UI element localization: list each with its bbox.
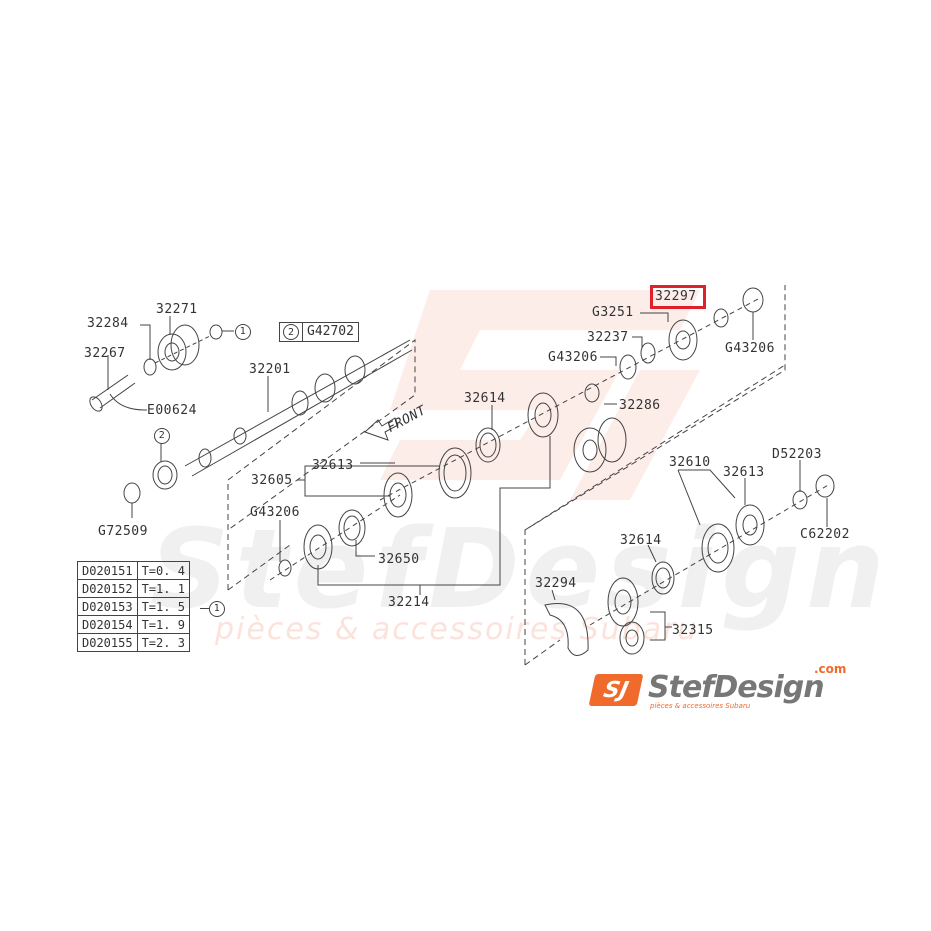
part-label-32237[interactable]: 32237: [587, 330, 629, 345]
table-row: D020154 T=1. 9: [77, 615, 190, 634]
part-number-cell[interactable]: D020155: [77, 633, 138, 652]
part-number-cell[interactable]: D020152: [77, 579, 138, 598]
part-label-32614-b[interactable]: 32614: [620, 533, 662, 548]
logo-mark-icon: SJ: [588, 674, 644, 706]
part-label-G43206-a[interactable]: G43206: [548, 350, 598, 365]
part-label-32613-a[interactable]: 32613: [312, 458, 354, 473]
part-label-G72509[interactable]: G72509: [98, 524, 148, 539]
reference-code: G42702: [302, 323, 358, 341]
part-label-32294[interactable]: 32294: [535, 576, 577, 591]
callout-circle-2: 2: [154, 428, 170, 444]
part-number-cell[interactable]: D020153: [77, 597, 138, 616]
thickness-cell: T=2. 3: [136, 633, 190, 652]
table-row: D020151 T=0. 4: [77, 561, 190, 580]
callout-number: 1: [239, 326, 247, 337]
part-label-32214[interactable]: 32214: [388, 595, 430, 610]
table-row: D020153 T=1. 5: [77, 597, 190, 616]
highlighted-part-box: [650, 285, 706, 309]
part-label-32271[interactable]: 32271: [156, 302, 198, 317]
part-label-32297[interactable]: 32297: [655, 289, 697, 304]
part-number-cell[interactable]: D020154: [77, 615, 138, 634]
part-label-G3251[interactable]: G3251: [592, 305, 634, 320]
reference-box: 2 G42702: [279, 322, 359, 342]
callout-circle-1-table: 1: [209, 601, 225, 617]
callout-number: 1: [213, 603, 221, 614]
part-label-G43206-c[interactable]: G43206: [250, 505, 300, 520]
part-label-32613-b[interactable]: 32613: [723, 465, 765, 480]
table-callout-leader: [200, 608, 209, 609]
thickness-cell: T=1. 5: [136, 597, 190, 616]
reference-circle: 2: [283, 324, 299, 340]
part-label-32286[interactable]: 32286: [619, 398, 661, 413]
watermark-text: StefDesign: [150, 505, 891, 633]
part-label-D52203[interactable]: D52203: [772, 447, 822, 462]
part-number-cell[interactable]: D020151: [77, 561, 138, 580]
brand-logo[interactable]: SJ StefDesign .com pièces & accessoires …: [588, 662, 852, 712]
watermark-subtext: pièces & accessoires Subaru: [215, 612, 699, 647]
thickness-cell: T=0. 4: [136, 561, 190, 580]
callout-number: 2: [158, 430, 166, 441]
part-label-32614-a[interactable]: 32614: [464, 391, 506, 406]
table-row: D020155 T=2. 3: [77, 633, 190, 652]
part-label-32201[interactable]: 32201: [249, 362, 291, 377]
part-label-G43206-b[interactable]: G43206: [725, 341, 775, 356]
thickness-table: D020151 T=0. 4 D020152 T=1. 1 D020153 T=…: [77, 561, 190, 652]
thickness-cell: T=1. 9: [136, 615, 190, 634]
part-label-C62202[interactable]: C62202: [800, 527, 850, 542]
part-label-32650[interactable]: 32650: [378, 552, 420, 567]
part-label-32267[interactable]: 32267: [84, 346, 126, 361]
callout-circle-1: 1: [235, 324, 251, 340]
part-label-E00624[interactable]: E00624: [147, 403, 197, 418]
thickness-cell: T=1. 1: [136, 579, 190, 598]
table-row: D020152 T=1. 1: [77, 579, 190, 598]
logo-domain: .com: [814, 662, 847, 676]
logo-name: StefDesign: [648, 670, 825, 705]
part-label-32605[interactable]: 32605: [251, 473, 293, 488]
part-label-32610[interactable]: 32610: [669, 455, 711, 470]
part-label-32284[interactable]: 32284: [87, 316, 129, 331]
part-label-32315[interactable]: 32315: [672, 623, 714, 638]
logo-tagline: pièces & accessoires Subaru: [650, 702, 751, 710]
